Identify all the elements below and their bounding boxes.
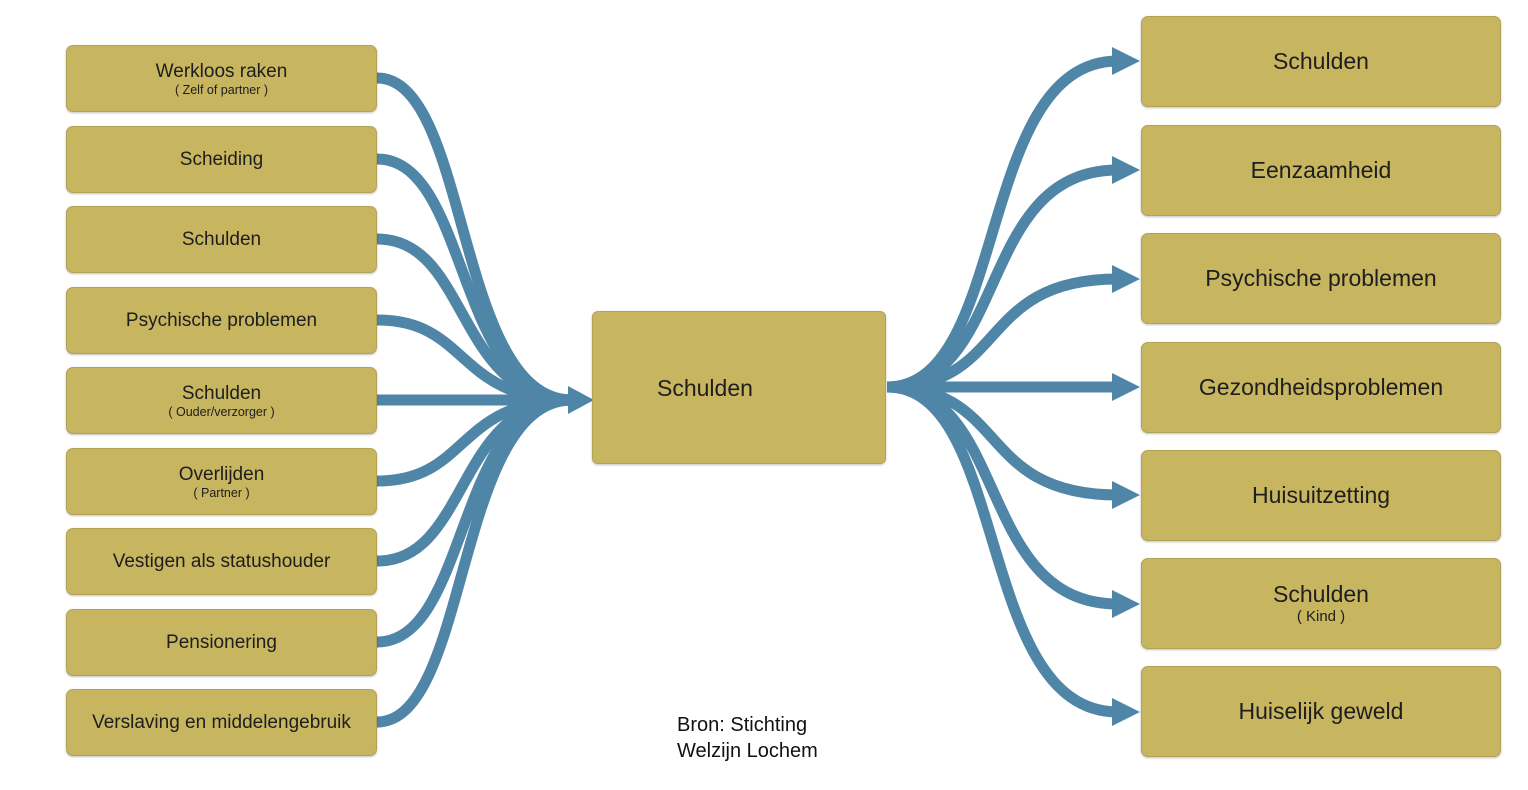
cause-box-psychische-problemen: Psychische problemen	[66, 287, 377, 354]
cause-label: Psychische problemen	[125, 309, 318, 331]
source-line-1: Bron: Stichting	[677, 714, 808, 736]
cause-box-pensionering: Pensionering	[66, 609, 377, 676]
cause-box-statushouder: Vestigen als statushouder	[66, 528, 377, 595]
flow-line-out	[886, 381, 1119, 718]
effect-box-schulden-kind: Schulden ( Kind )	[1141, 558, 1501, 649]
cause-sublabel: ( Zelf of partner )	[174, 82, 269, 97]
cause-label: Verslaving en middelengebruik	[92, 711, 351, 733]
cause-label: Vestigen als statushouder	[112, 550, 331, 572]
effect-box-huisuitzetting: Huisuitzetting	[1141, 450, 1501, 541]
effect-label: Schulden	[1273, 581, 1369, 607]
cause-box-schulden: Schulden	[66, 206, 377, 273]
arrowhead-out	[1112, 373, 1140, 401]
cause-label: Werkloos raken	[155, 60, 288, 82]
effect-label: Eenzaamheid	[1250, 157, 1392, 183]
center-label: Schulden	[657, 374, 753, 401]
effect-label: Gezondheidsproblemen	[1198, 374, 1444, 400]
cause-label: Overlijden	[178, 463, 265, 485]
effect-label: Psychische problemen	[1205, 265, 1437, 291]
source-credit: Bron: Stichting Welzijn Lochem	[677, 712, 818, 764]
flow-line-in	[376, 72, 573, 406]
arrowhead-out	[1112, 698, 1140, 726]
arrowhead-out	[1112, 481, 1140, 509]
effect-box-huiselijk-geweld: Huiselijk geweld	[1141, 666, 1501, 757]
center-box-schulden: Schulden	[592, 311, 886, 464]
cause-box-scheiding: Scheiding	[66, 126, 377, 193]
arrowhead-out	[1112, 156, 1140, 184]
effect-label: Huiselijk geweld	[1238, 698, 1404, 724]
cause-label: Pensionering	[166, 631, 277, 653]
cause-box-werkloos-raken: Werkloos raken ( Zelf of partner )	[66, 45, 377, 112]
effect-label: Huisuitzetting	[1251, 482, 1391, 508]
effect-box-psychische-problemen: Psychische problemen	[1141, 233, 1501, 324]
effect-box-schulden: Schulden	[1141, 16, 1501, 107]
cause-sublabel: ( Partner )	[193, 485, 250, 500]
cause-box-verslaving: Verslaving en middelengebruik	[66, 689, 377, 756]
cause-sublabel: ( Ouder/verzorger )	[168, 404, 275, 419]
cause-label: Schulden	[181, 228, 262, 250]
effect-sublabel: ( Kind )	[1296, 608, 1346, 625]
arrowhead-out	[1112, 590, 1140, 618]
flow-line-out	[886, 55, 1119, 393]
effect-box-gezondheidsproblemen: Gezondheidsproblemen	[1141, 342, 1501, 433]
flow-line-in	[376, 394, 573, 728]
cause-box-schulden-ouder: Schulden ( Ouder/verzorger )	[66, 367, 377, 434]
source-line-2: Welzijn Lochem	[677, 740, 818, 762]
cause-box-overlijden: Overlijden ( Partner )	[66, 448, 377, 515]
arrowhead-out	[1112, 265, 1140, 293]
arrowhead-in	[568, 386, 594, 414]
effect-box-eenzaamheid: Eenzaamheid	[1141, 125, 1501, 216]
cause-label: Schulden	[181, 382, 262, 404]
effect-label: Schulden	[1273, 48, 1369, 74]
arrowhead-out	[1112, 47, 1140, 75]
cause-label: Scheiding	[179, 148, 264, 170]
